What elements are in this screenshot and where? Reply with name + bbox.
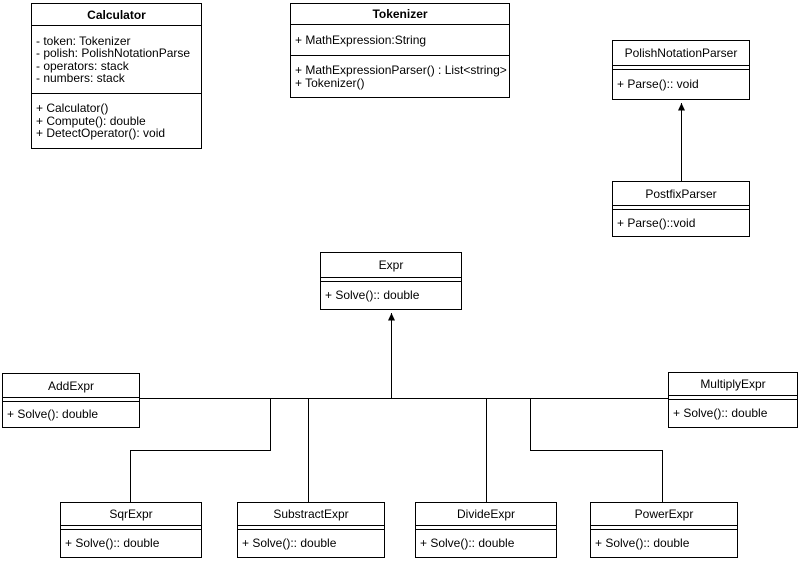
class-substractexpr-attributes-empty — [238, 526, 384, 530]
method: + Solve():: double — [325, 288, 420, 303]
class-polishnotationparser[interactable]: PolishNotationParser + Parse():: void — [612, 40, 750, 100]
class-powerexpr[interactable]: PowerExpr + Solve():: double — [590, 502, 738, 558]
class-divideexpr[interactable]: DivideExpr + Solve():: double — [415, 502, 557, 558]
class-powerexpr-title: PowerExpr — [591, 503, 737, 526]
class-postfixparser-methods: + Parse()::void — [613, 210, 749, 236]
method: + MathExpressionParser() : List<string> — [295, 63, 507, 78]
attribute: - polish: PolishNotationParse — [36, 46, 191, 61]
class-addexpr-attributes-empty — [3, 398, 139, 402]
attribute: - numbers: stack — [36, 70, 125, 85]
class-substractexpr-title: SubstractExpr — [238, 503, 384, 526]
class-expr-title: Expr — [321, 253, 461, 278]
class-sqrexpr-methods: + Solve():: double — [61, 530, 201, 557]
class-multiplyexpr-title: MultiplyExpr — [669, 373, 797, 396]
class-expr-methods: + Solve():: double — [321, 282, 461, 309]
method: + Solve():: double — [420, 536, 515, 551]
class-tokenizer-attributes: + MathExpression:String — [291, 25, 509, 56]
class-multiplyexpr-methods: + Solve():: double — [669, 400, 797, 427]
class-tokenizer-methods: + MathExpressionParser() : List<string> … — [291, 56, 509, 97]
class-powerexpr-attributes-empty — [591, 526, 737, 530]
method: + Solve(): double — [7, 407, 99, 422]
method: + Parse()::void — [617, 215, 696, 230]
class-calculator[interactable]: Calculator - token: Tokenizer - polish: … — [31, 3, 202, 149]
class-tokenizer-title: Tokenizer — [291, 4, 509, 25]
method: + Parse():: void — [617, 77, 699, 92]
class-addexpr-methods: + Solve(): double — [3, 402, 139, 427]
method: + Solve():: double — [595, 536, 690, 551]
attribute: - operators: stack — [36, 58, 129, 73]
class-powerexpr-methods: + Solve():: double — [591, 530, 737, 557]
method: + Solve():: double — [65, 536, 160, 551]
class-calculator-title: Calculator — [32, 4, 201, 26]
attribute: + MathExpression:String — [295, 32, 427, 47]
class-divideexpr-methods: + Solve():: double — [416, 530, 556, 557]
class-expr-attributes-empty — [321, 278, 461, 282]
method: + Solve():: double — [242, 536, 337, 551]
method: + DetectOperator(): void — [36, 126, 166, 141]
class-sqrexpr-attributes-empty — [61, 526, 201, 530]
class-postfixparser-title: PostfixParser — [613, 182, 749, 206]
class-multiplyexpr-attributes-empty — [669, 396, 797, 400]
attribute: - token: Tokenizer — [36, 33, 131, 48]
class-polishnotationparser-title: PolishNotationParser — [613, 41, 749, 66]
class-postfixparser-attributes-empty — [613, 206, 749, 210]
connector-powerexpr[interactable] — [530, 398, 663, 504]
class-polishnotationparser-attributes-empty — [613, 66, 749, 70]
method: + Calculator() — [36, 101, 109, 116]
class-divideexpr-title: DivideExpr — [416, 503, 556, 526]
class-addexpr[interactable]: AddExpr + Solve(): double — [2, 373, 140, 428]
class-addexpr-title: AddExpr — [3, 374, 139, 398]
class-calculator-attributes: - token: Tokenizer - polish: PolishNotat… — [32, 26, 201, 94]
class-sqrexpr[interactable]: SqrExpr + Solve():: double — [60, 502, 202, 558]
class-calculator-methods: + Calculator() + Compute(): double + Det… — [32, 94, 201, 148]
class-polishnotationparser-methods: + Parse():: void — [613, 70, 749, 99]
method: + Compute(): double — [36, 113, 146, 128]
class-multiplyexpr[interactable]: MultiplyExpr + Solve():: double — [668, 372, 798, 428]
class-postfixparser[interactable]: PostfixParser + Parse()::void — [612, 181, 750, 237]
method: + Tokenizer() — [295, 75, 365, 90]
class-substractexpr-methods: + Solve():: double — [238, 530, 384, 557]
method: + Solve():: double — [673, 406, 768, 421]
class-tokenizer[interactable]: Tokenizer + MathExpression:String + Math… — [290, 3, 510, 98]
class-divideexpr-attributes-empty — [416, 526, 556, 530]
class-expr[interactable]: Expr + Solve():: double — [320, 252, 462, 310]
class-sqrexpr-title: SqrExpr — [61, 503, 201, 526]
class-substractexpr[interactable]: SubstractExpr + Solve():: double — [237, 502, 385, 558]
connector-sqrexpr[interactable] — [130, 398, 271, 504]
